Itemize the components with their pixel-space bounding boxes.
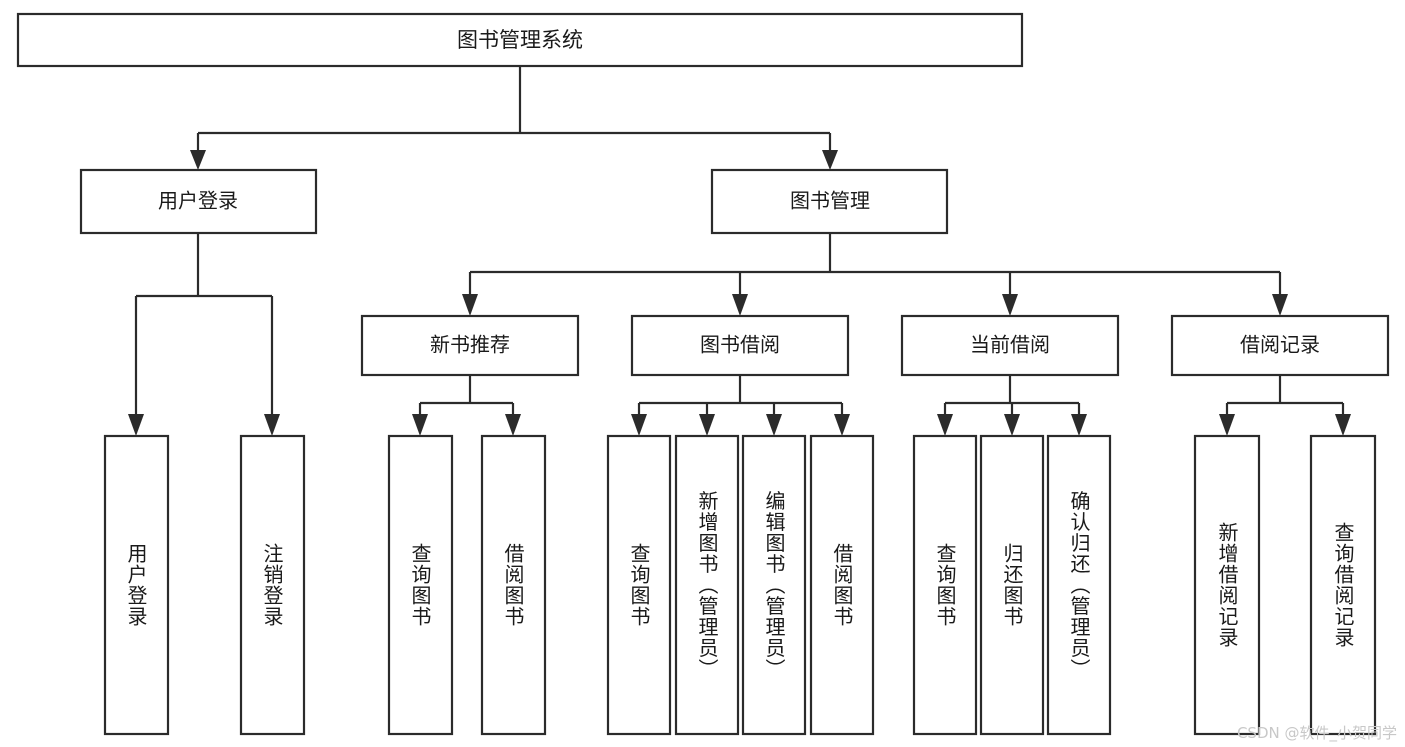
node-book-borrow[interactable]: 图书借阅: [630, 314, 850, 377]
leaf-recommend-1-label: 查询图书: [408, 543, 432, 627]
leaf-user-login-2-label: 注销登录: [260, 543, 284, 627]
node-new-book-recommend-box[interactable]: [360, 314, 580, 377]
leaf-borrow-1-box[interactable]: [606, 434, 672, 736]
arrow-head-current-leaf-2: [1004, 414, 1020, 436]
leaf-current-1[interactable]: 查询图书: [912, 434, 978, 736]
leaf-user-login-1-box[interactable]: [103, 434, 170, 736]
leaf-recommend-1-box[interactable]: [387, 434, 454, 736]
arrow-head-recommend-leaf-2: [505, 414, 521, 436]
leaf-recommend-2[interactable]: 借阅图书: [480, 434, 547, 736]
leaf-current-3-label: 确认归还（管理员）: [1067, 490, 1091, 679]
leaf-record-2-label: 查询借阅记录: [1331, 522, 1355, 648]
leaf-record-1-box[interactable]: [1193, 434, 1261, 736]
leaf-recommend-2-box[interactable]: [480, 434, 547, 736]
leaf-current-2[interactable]: 归还图书: [979, 434, 1045, 736]
leaf-borrow-1-label: 查询图书: [627, 543, 651, 627]
arrow-head-record-leaf-1: [1219, 414, 1235, 436]
arrow-head-l3-4: [1272, 294, 1288, 316]
leaf-borrow-3[interactable]: 编辑图书（管理员）: [741, 434, 807, 736]
leaf-current-1-label: 查询图书: [933, 543, 957, 627]
arrow-head-l3-3: [1002, 294, 1018, 316]
node-current-borrow-box[interactable]: [900, 314, 1120, 377]
leaf-current-2-label: 归还图书: [1000, 543, 1024, 627]
arrow-head-borrow-leaf-1: [631, 414, 647, 436]
leaf-user-login-2-box[interactable]: [239, 434, 306, 736]
arrow-head-borrow-leaf-4: [834, 414, 850, 436]
arrow-head-borrow-leaf-2: [699, 414, 715, 436]
leaf-user-login-2[interactable]: 注销登录: [239, 434, 306, 736]
node-new-book-recommend[interactable]: 新书推荐: [360, 314, 580, 377]
node-user-login-label: 用户登录: [158, 189, 238, 213]
node-book-management-box[interactable]: [710, 168, 949, 235]
leaf-borrow-4[interactable]: 借阅图书: [809, 434, 875, 736]
leaf-borrow-3-label: 编辑图书（管理员）: [762, 490, 786, 679]
leaf-current-2-box[interactable]: [979, 434, 1045, 736]
arrow-head-borrow-leaf-3: [766, 414, 782, 436]
arrow-head-user-login: [190, 150, 206, 170]
arrow-head-leaf-user-login-1: [128, 414, 144, 436]
arrow-head-current-leaf-3: [1071, 414, 1087, 436]
node-current-borrow[interactable]: 当前借阅: [900, 314, 1120, 377]
leaf-borrow-2[interactable]: 新增图书（管理员）: [674, 434, 740, 736]
leaf-borrow-4-box[interactable]: [809, 434, 875, 736]
arrow-head-book-mgmt: [822, 150, 838, 170]
leaf-borrow-4-label: 借阅图书: [830, 543, 854, 627]
leaf-current-3-box[interactable]: [1046, 434, 1112, 736]
node-book-management-label: 图书管理: [790, 189, 870, 213]
node-root[interactable]: 图书管理系统: [16, 12, 1024, 68]
leaf-borrow-3-box[interactable]: [741, 434, 807, 736]
leaf-record-1[interactable]: 新增借阅记录: [1193, 434, 1261, 736]
leaf-borrow-1[interactable]: 查询图书: [606, 434, 672, 736]
node-root-box[interactable]: [16, 12, 1024, 68]
node-new-book-recommend-label: 新书推荐: [430, 333, 510, 357]
leaf-borrow-2-box[interactable]: [674, 434, 740, 736]
node-borrow-record-label: 借阅记录: [1240, 333, 1320, 357]
leaf-user-login-1[interactable]: 用户登录: [103, 434, 170, 736]
node-current-borrow-label: 当前借阅: [970, 333, 1050, 357]
leaf-record-1-label: 新增借阅记录: [1215, 522, 1239, 648]
arrow-head-record-leaf-2: [1335, 414, 1351, 436]
leaf-borrow-2-label: 新增图书（管理员）: [695, 490, 719, 679]
node-user-login[interactable]: 用户登录: [79, 168, 318, 235]
leaf-record-2[interactable]: 查询借阅记录: [1309, 434, 1377, 736]
leaf-user-login-1-label: 用户登录: [124, 543, 148, 627]
arrow-head-leaf-user-login-2: [264, 414, 280, 436]
arrow-head-recommend-leaf-1: [412, 414, 428, 436]
node-book-management[interactable]: 图书管理: [710, 168, 949, 235]
arrow-head-current-leaf-1: [937, 414, 953, 436]
arrow-head-l3-2: [732, 294, 748, 316]
leaf-current-3[interactable]: 确认归还（管理员）: [1046, 434, 1112, 736]
leaf-current-1-box[interactable]: [912, 434, 978, 736]
node-borrow-record[interactable]: 借阅记录: [1170, 314, 1390, 377]
connector-layer: [128, 66, 1351, 436]
node-book-borrow-label: 图书借阅: [700, 333, 780, 357]
node-book-borrow-box[interactable]: [630, 314, 850, 377]
leaf-recommend-2-label: 借阅图书: [501, 543, 525, 627]
leaf-recommend-1[interactable]: 查询图书: [387, 434, 454, 736]
node-user-login-box[interactable]: [79, 168, 318, 235]
node-borrow-record-box[interactable]: [1170, 314, 1390, 377]
leaf-record-2-box[interactable]: [1309, 434, 1377, 736]
arrow-head-l3-1: [462, 294, 478, 316]
node-root-label: 图书管理系统: [457, 28, 583, 52]
